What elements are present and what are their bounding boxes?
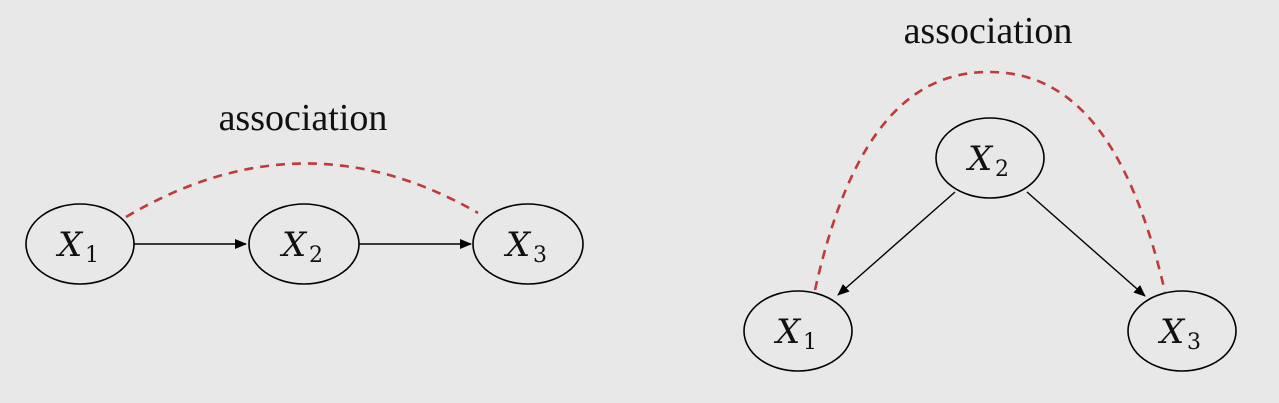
node-x2-subscript: 2 (309, 243, 323, 268)
node-x3-right: X 3 (1127, 290, 1237, 372)
node-x2-right: X 2 (935, 117, 1045, 199)
chain-diagram: association X 1 X 2 X 3 (25, 97, 584, 285)
node-x1-var: X (55, 225, 84, 265)
edge-x2-x1 (837, 191, 956, 296)
node-x2-ellipse (248, 203, 360, 285)
node-x2-right-var: X (965, 139, 994, 179)
association-curve-left (125, 162, 479, 219)
node-x3-right-var: X (1157, 312, 1186, 352)
association-curve-right (813, 70, 1167, 293)
node-x2-right-ellipse (935, 117, 1045, 199)
node-x3-right-ellipse (1127, 290, 1237, 372)
fork-diagram: association X 2 X 1 X 3 (743, 10, 1237, 372)
node-x1-subscript: 1 (85, 243, 99, 268)
node-x1: X 1 (25, 203, 135, 285)
node-x2-var: X (279, 225, 308, 265)
node-x1-right: X 1 (743, 290, 853, 372)
node-x1-right-var: X (773, 312, 802, 352)
node-x3-subscript: 3 (533, 243, 547, 268)
node-x2-right-subscript: 2 (995, 157, 1009, 182)
node-x3-ellipse (472, 203, 584, 285)
association-label-left: association (219, 97, 388, 139)
edge-x2-x3-right (1026, 191, 1146, 297)
node-x2: X 2 (248, 203, 360, 285)
node-x3-var: X (503, 225, 532, 265)
node-x3-right-subscript: 3 (1187, 330, 1201, 355)
node-x1-right-ellipse (743, 290, 853, 372)
node-x1-ellipse (25, 203, 135, 285)
node-x1-right-subscript: 1 (803, 330, 817, 355)
association-label-right: association (904, 10, 1073, 52)
node-x3: X 3 (472, 203, 584, 285)
